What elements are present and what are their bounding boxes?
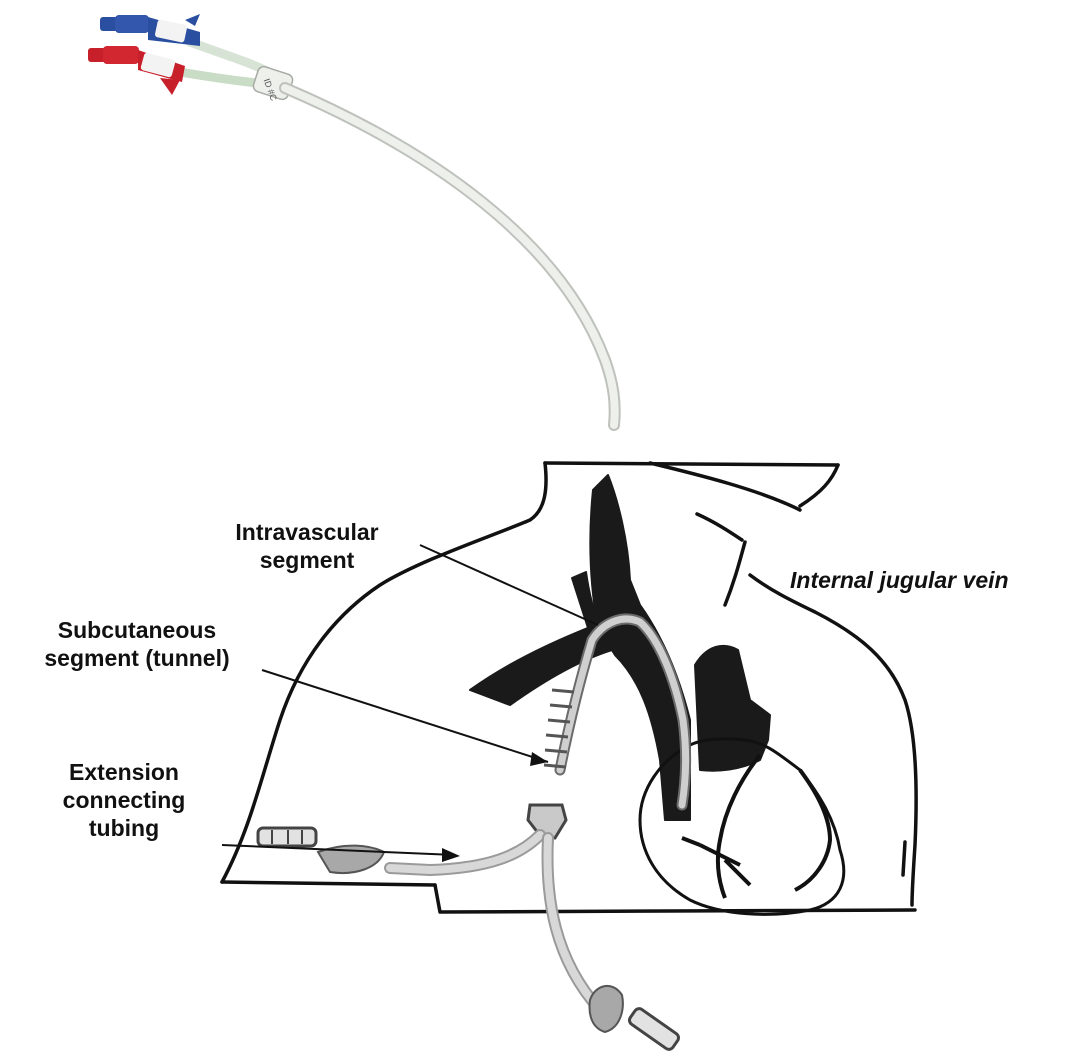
extension-tubing (390, 835, 600, 1010)
venous-connector-icon (100, 14, 200, 46)
bottom-clamp-icon (590, 986, 681, 1051)
right-atrium (695, 646, 770, 771)
intravascular-label: Intravascular segment (212, 518, 402, 574)
extension-label: Extension connecting tubing (34, 758, 214, 842)
intravascular-leader (420, 545, 598, 625)
catheter-photo: ID #C (88, 14, 615, 425)
jugular-label: Internal jugular vein (790, 566, 1062, 594)
arterial-connector-icon (88, 46, 185, 95)
subcutaneous-label: Subcutaneous segment (tunnel) (22, 616, 252, 672)
catheter-shaft (285, 88, 615, 425)
